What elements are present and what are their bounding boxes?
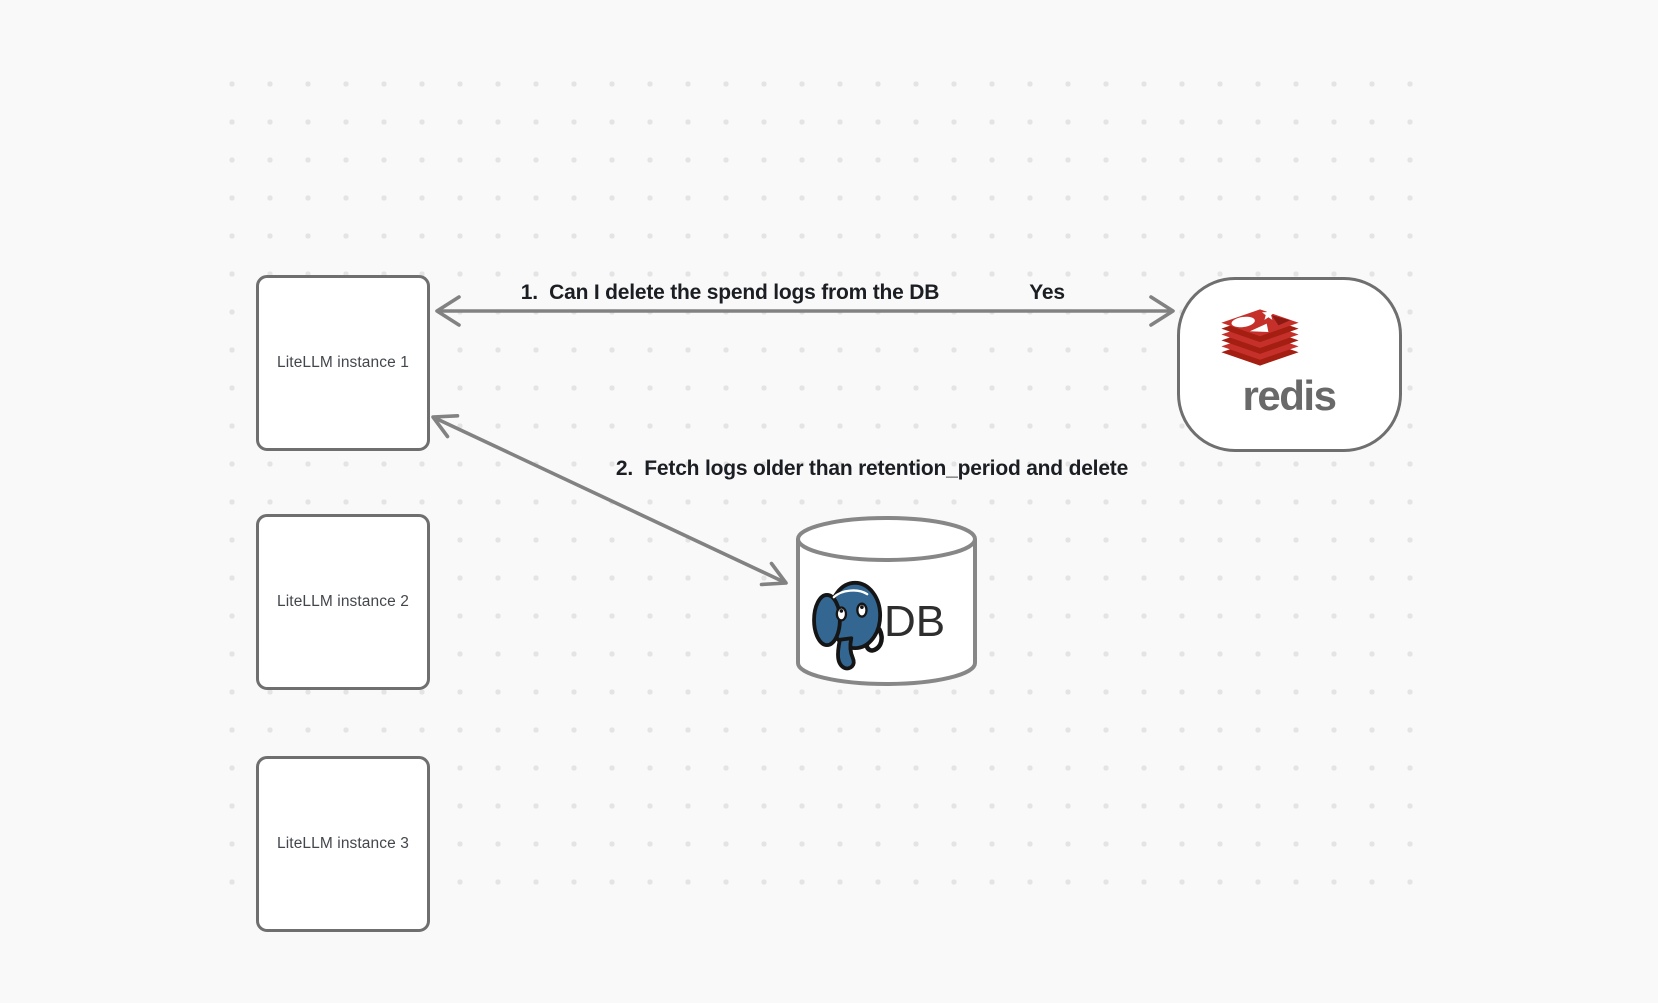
arrow-1-label: 1. Can I delete the spend logs from the … xyxy=(520,281,940,304)
litellm-instance-1-label: LiteLLM instance 1 xyxy=(277,354,409,371)
litellm-instance-2-label: LiteLLM instance 2 xyxy=(277,593,409,610)
litellm-instance-2-node[interactable]: LiteLLM instance 2 xyxy=(256,514,430,690)
postgres-db-node[interactable]: DB xyxy=(794,515,981,693)
arrow-1-response-label: Yes xyxy=(1029,281,1065,304)
arrow-2-label: 2. Fetch logs older than retention_perio… xyxy=(615,457,1129,480)
redis-logo-icon xyxy=(1221,307,1299,366)
redis-wordmark: redis xyxy=(1242,372,1337,419)
postgresql-elephant-icon xyxy=(812,580,884,671)
litellm-instance-3-label: LiteLLM instance 3 xyxy=(277,835,409,852)
db-label: DB xyxy=(884,597,946,646)
litellm-instance-3-node[interactable]: LiteLLM instance 3 xyxy=(256,756,430,932)
litellm-instance-1-node[interactable]: LiteLLM instance 1 xyxy=(256,275,430,451)
redis-node[interactable]: redis xyxy=(1177,277,1402,452)
